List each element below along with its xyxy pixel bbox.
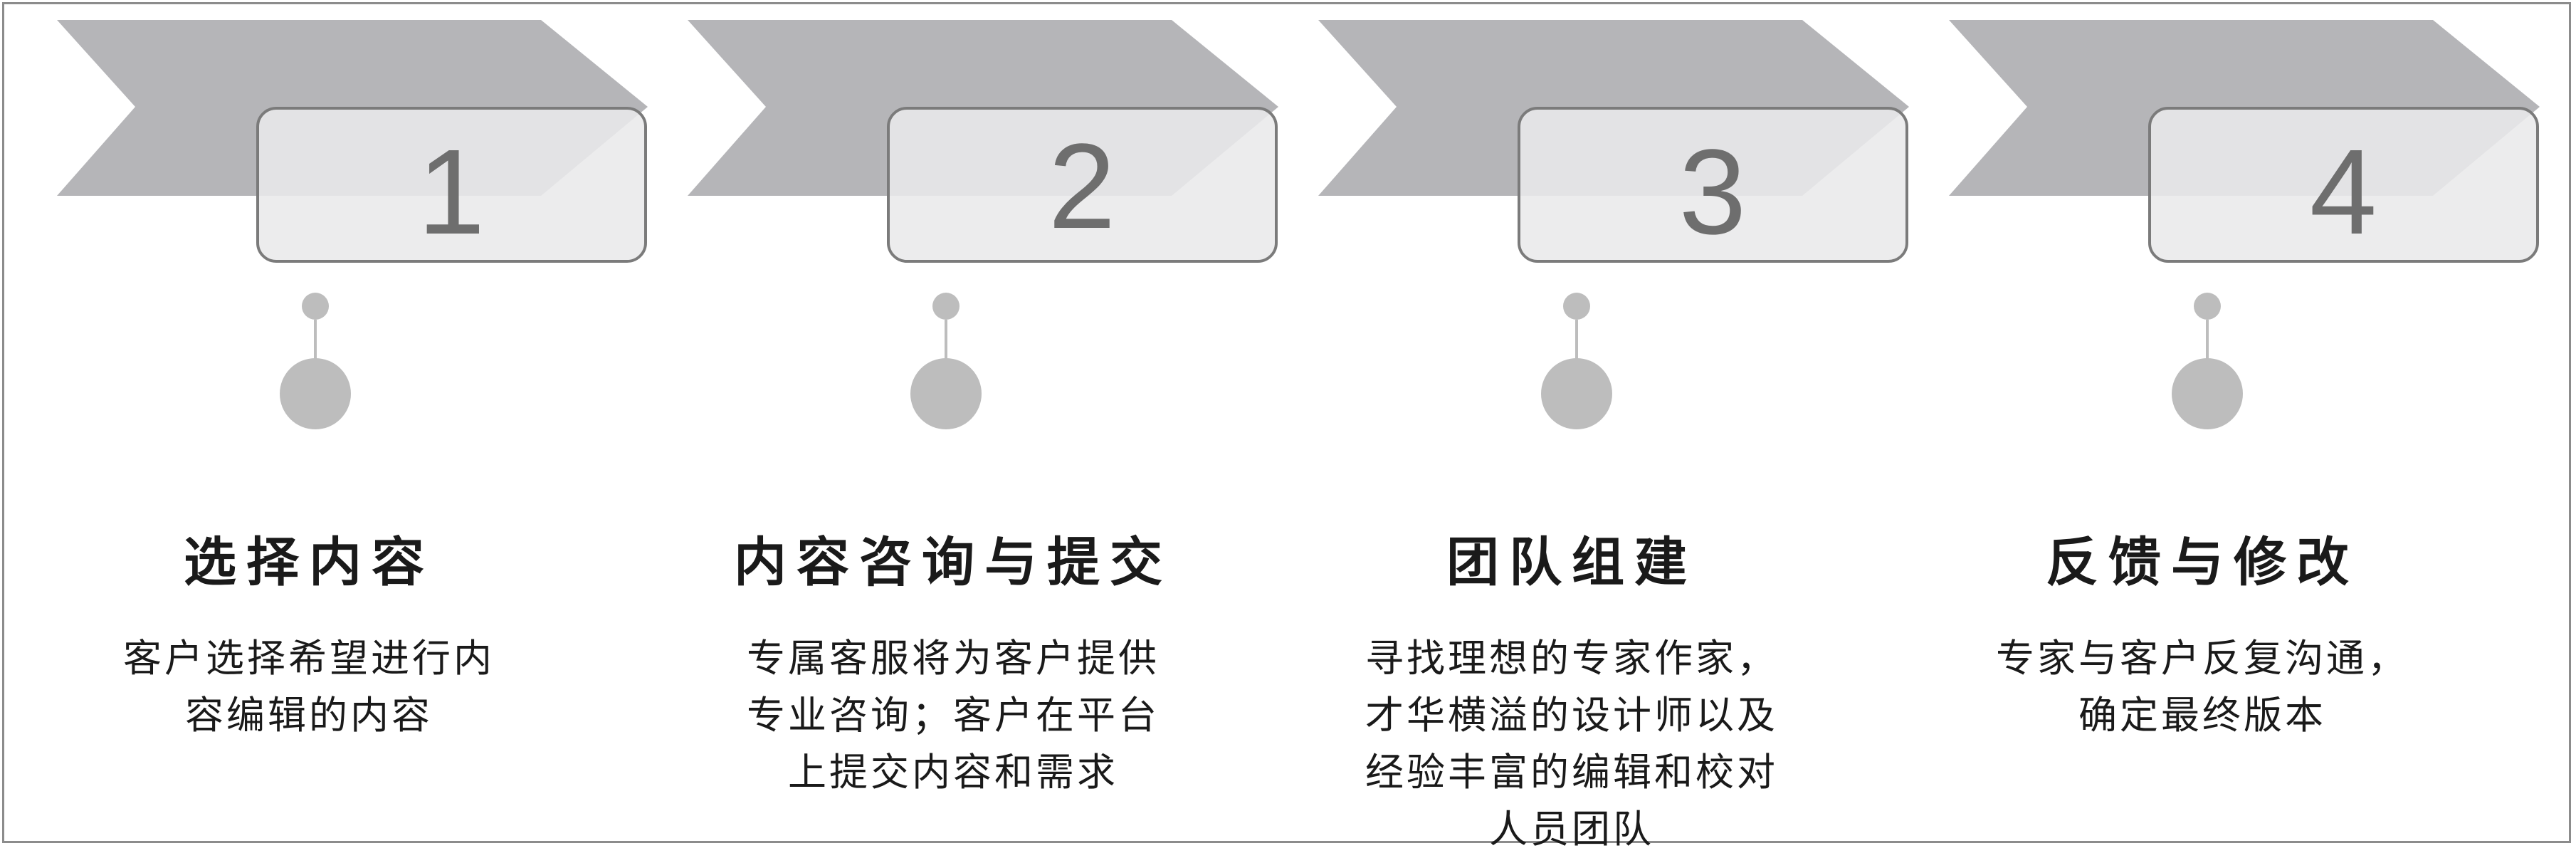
step-4-desc-line: 确定最终版本 bbox=[2078, 693, 2326, 738]
step-1-small-dot bbox=[302, 293, 329, 320]
step-1-desc-line: 容编辑的内容 bbox=[185, 693, 433, 738]
step-2-description: 专属客服将为客户提供 专业咨询；客户在平台 上提交内容和需求 bbox=[704, 630, 1202, 801]
step-3-small-dot bbox=[1563, 293, 1590, 320]
step-4-graphic: 4 bbox=[1949, 20, 2540, 429]
step-3-desc-line: 人员团队 bbox=[1489, 807, 1654, 852]
step-2-small-dot bbox=[932, 293, 960, 320]
step-4-desc-line: 专家与客户反复沟通， bbox=[1996, 636, 2409, 681]
step-1-description: 客户选择希望进行内 容编辑的内容 bbox=[60, 630, 558, 744]
step-3-description: 寻找理想的专家作家， 才华横溢的设计师以及 经验丰富的编辑和校对 人员团队 bbox=[1323, 630, 1821, 858]
step-3-number: 3 bbox=[1679, 125, 1747, 260]
step-2-desc-line: 专业咨询；客户在平台 bbox=[747, 693, 1160, 738]
step-3-graphic: 3 bbox=[1318, 20, 1909, 429]
step-1-title: 选择内容 bbox=[184, 532, 434, 593]
step-1-number-box bbox=[256, 107, 647, 263]
step-2-title: 内容咨询与提交 bbox=[734, 532, 1172, 593]
step-2-number-box bbox=[887, 107, 1278, 263]
step-2-number: 2 bbox=[1048, 119, 1116, 254]
step-4-number-box bbox=[2148, 107, 2539, 263]
step-2-desc-line: 专属客服将为客户提供 bbox=[747, 636, 1160, 681]
step-2-desc-line: 上提交内容和需求 bbox=[788, 750, 1118, 795]
step-3-desc-line: 寻找理想的专家作家， bbox=[1365, 636, 1778, 681]
step-1-desc-line: 客户选择希望进行内 bbox=[123, 636, 495, 681]
step-4-big-dot bbox=[2172, 358, 2243, 429]
step-4-number: 4 bbox=[2310, 125, 2377, 260]
step-3-title: 团队组建 bbox=[1446, 532, 1697, 593]
step-2-graphic: 2 bbox=[688, 20, 1278, 429]
step-4-title: 反馈与修改 bbox=[2046, 532, 2359, 593]
step-3-desc-line: 才华横溢的设计师以及 bbox=[1365, 693, 1778, 738]
step-4-small-dot bbox=[2194, 293, 2221, 320]
step-1-graphic: 1 bbox=[57, 20, 648, 429]
step-3-big-dot bbox=[1541, 358, 1612, 429]
diagram-frame bbox=[2, 2, 2571, 843]
step-4-description: 专家与客户反复沟通， 确定最终版本 bbox=[1953, 630, 2451, 744]
step-3-number-box bbox=[1518, 107, 1908, 263]
step-3-desc-line: 经验丰富的编辑和校对 bbox=[1365, 750, 1778, 795]
step-1-number: 1 bbox=[418, 125, 485, 260]
step-2-big-dot bbox=[910, 358, 982, 429]
step-1-big-dot bbox=[280, 358, 351, 429]
